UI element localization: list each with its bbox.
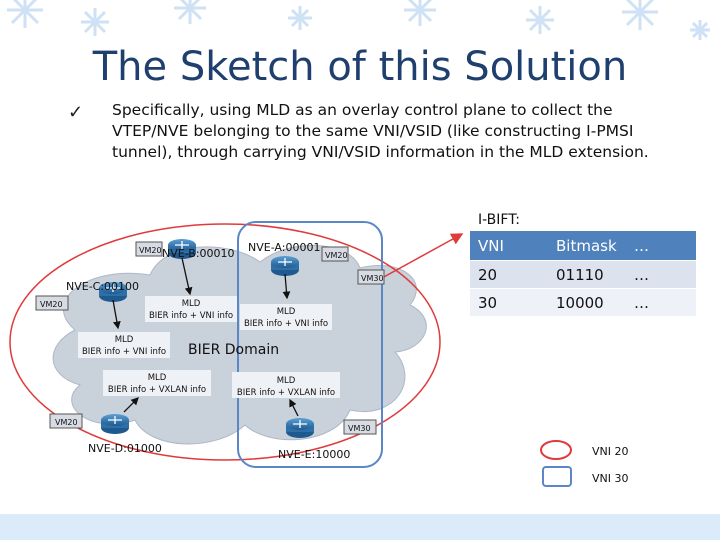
vm-box-e [343, 419, 377, 435]
msg-b-line1: MLD [182, 299, 201, 309]
check-icon: ✓ [68, 102, 84, 122]
vm-box-c [35, 295, 69, 311]
legend-vni20-marker [540, 440, 572, 460]
msg-a-line1: MLD [277, 307, 296, 317]
arrow-e [289, 398, 299, 417]
arrow-a [282, 273, 291, 300]
red-arrow [381, 233, 464, 279]
bullet-text: Specifically, using MLD as an overlay co… [112, 101, 649, 161]
vni30-group-rect [237, 221, 383, 468]
arrow-b [181, 257, 193, 296]
msg-box-c [78, 332, 170, 358]
msg-box-b [145, 296, 237, 322]
ibift-header-more: … [626, 231, 696, 261]
msg-c-line2: BIER info + VNI info [82, 347, 166, 357]
ibift-cell: … [626, 288, 696, 316]
router-icon-b [168, 239, 196, 259]
router-icon-e [286, 418, 314, 438]
table-row: 30 10000 … [470, 288, 696, 316]
ibift-title: I-BIFT: [478, 212, 520, 228]
table-row: 20 01110 … [470, 260, 696, 289]
ibift-header-bitmask: Bitmask [548, 231, 626, 261]
ibift-cell: … [626, 260, 696, 289]
msg-d-line1: MLD [148, 373, 167, 383]
msg-box-d [103, 370, 211, 396]
snowflake-decoration [7, 0, 710, 40]
ibift-table: VNI Bitmask … 20 01110 … 30 10000 … [470, 231, 696, 316]
arrow-d [123, 397, 139, 413]
vm-box-a2 [357, 269, 385, 285]
bottom-bar [0, 514, 720, 540]
slide-title: The Sketch of this Solution [92, 44, 628, 90]
msg-e-line1: MLD [277, 376, 296, 386]
vm-label-a: VM20 [325, 251, 348, 260]
legend-vni20-label: VNI 20 [592, 445, 629, 458]
vm-label-a2: VM30 [361, 274, 384, 283]
vm-label-e: VM30 [348, 424, 371, 433]
nve-label-d: NVE-D:01000 [88, 442, 162, 455]
nve-label-e: NVE-E:10000 [278, 448, 350, 461]
msg-b-line2: BIER info + VNI info [149, 311, 233, 321]
vm-box-b [135, 241, 163, 257]
vm-label-c: VM20 [40, 300, 63, 309]
nve-label-b: NVE-B:00010 [162, 247, 235, 260]
legend-vni30-label: VNI 30 [592, 472, 629, 485]
vm-label-d: VM20 [55, 418, 78, 427]
ibift-cell: 01110 [548, 260, 626, 289]
router-icon-a [271, 256, 299, 276]
nve-label-a: NVE-A:00001 [248, 241, 320, 254]
router-icon-d [101, 414, 129, 434]
msg-box-e [232, 372, 340, 398]
arrow-c [112, 299, 121, 330]
ibift-cell: 20 [470, 260, 548, 289]
msg-d-line2: BIER info + VXLAN info [108, 385, 206, 395]
msg-c-line1: MLD [115, 335, 134, 345]
vni20-group-ellipse [9, 223, 441, 461]
bier-domain-label: BIER Domain [188, 342, 279, 358]
msg-box-a [240, 304, 332, 330]
ibift-header-vni: VNI [470, 231, 548, 261]
ibift-cell: 10000 [548, 288, 626, 316]
vm-box-d [49, 413, 83, 429]
nve-label-c: NVE-C:00100 [66, 280, 139, 293]
vm-box-a [321, 246, 349, 262]
msg-a-line2: BIER info + VNI info [244, 319, 328, 329]
vm-label-b: VM20 [139, 246, 162, 255]
ibift-cell: 30 [470, 288, 548, 316]
msg-e-line2: BIER info + VXLAN info [237, 388, 335, 398]
router-icon-c [99, 282, 127, 302]
legend-vni30-marker [542, 466, 572, 487]
